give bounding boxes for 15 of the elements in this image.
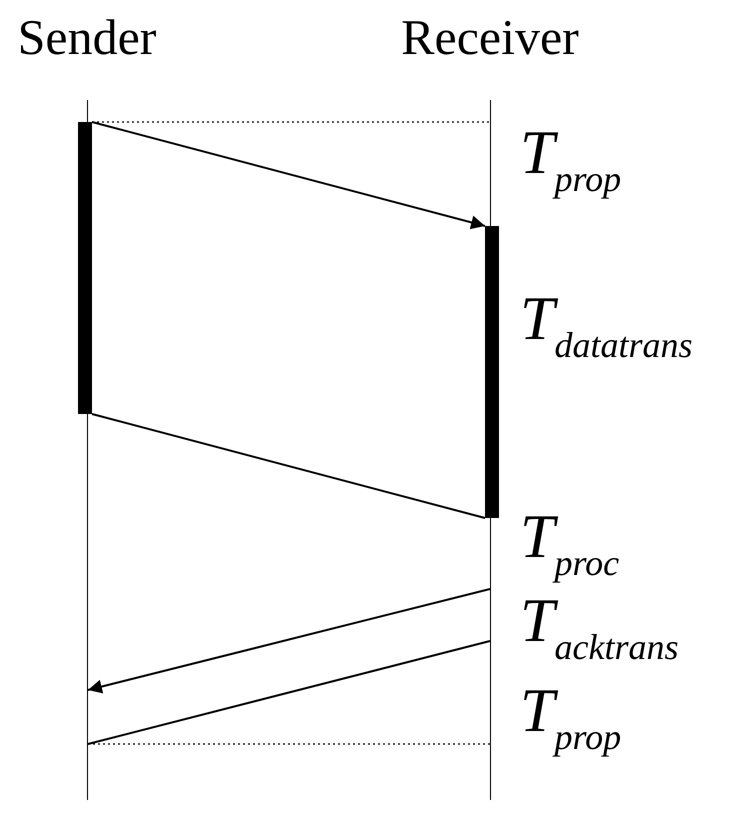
connector-line — [92, 121, 490, 123]
connector-line — [88, 743, 490, 745]
activation-bar — [78, 122, 92, 414]
connector-line — [92, 413, 486, 519]
activation-bar — [485, 226, 499, 518]
connector-line — [88, 640, 490, 745]
time-label: T$_{datatrans}$ — [520, 288, 693, 363]
arrow — [88, 588, 490, 694]
participant-label: Sender — [18, 12, 156, 62]
participant-label: Receiver — [401, 12, 579, 62]
arrow — [92, 121, 486, 230]
time-label: T$_{prop}$ — [520, 122, 622, 197]
time-label: T$_{proc}$ — [520, 506, 620, 581]
time-label: T$_{acktrans}$ — [520, 590, 678, 665]
time-label: T$_{prop}$ — [520, 680, 622, 755]
